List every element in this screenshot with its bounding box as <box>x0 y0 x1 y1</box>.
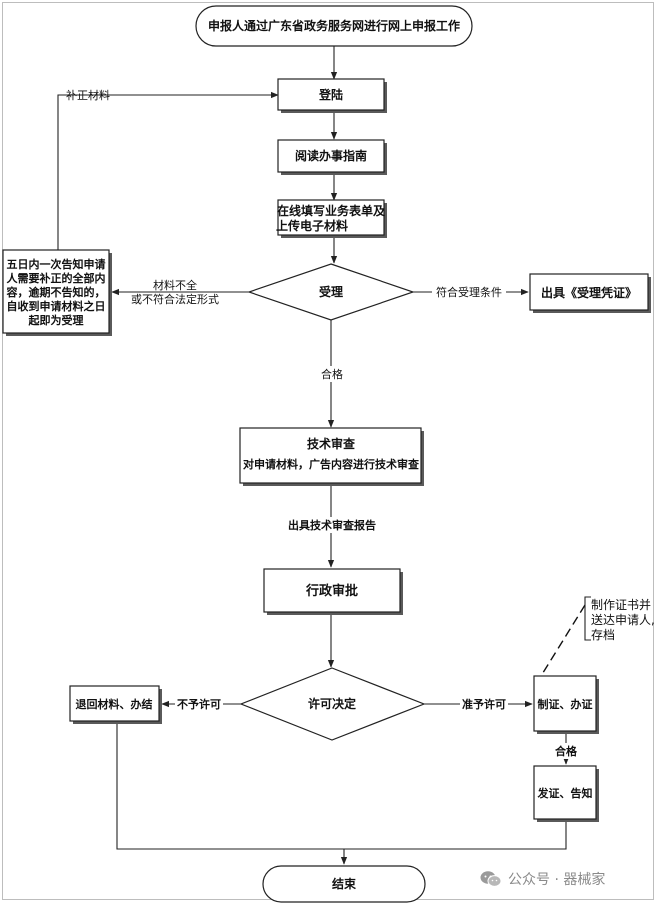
end-label: 结束 <box>332 876 357 891</box>
node-tech-review: 技术审查 对申请材料，广告内容进行技术审查 <box>239 427 424 486</box>
decision-label: 许可决定 <box>308 696 356 711</box>
edge-supplement-loop <box>57 91 279 250</box>
wechat-icon <box>480 871 502 887</box>
guide-label: 阅读办事指南 <box>295 148 367 163</box>
edge-return-merge <box>116 724 344 850</box>
fill-form-line-1: 在线填写业务表单及 <box>277 203 386 218</box>
supplement-label: 补正材料 <box>66 88 110 102</box>
node-fill-form: 在线填写业务表单及 上传电子材料 <box>276 199 387 238</box>
notify-line-1: 五日内一次告知申请 <box>7 257 106 271</box>
tech-review-title: 技术审查 <box>307 436 356 451</box>
node-accept: 受理 <box>247 263 415 321</box>
note-connector <box>540 604 586 677</box>
tech-review-body: 对申请材料，广告内容进行技术审查 <box>243 457 419 471</box>
node-guide: 阅读办事指南 <box>277 139 387 175</box>
node-end: 结束 <box>262 865 426 903</box>
meets-label-bg <box>432 284 506 300</box>
approved-label: 准予许可 <box>462 697 506 711</box>
incomplete-line-2: 或不符合法定形式 <box>131 292 219 306</box>
note-bracket <box>584 596 591 641</box>
notify-line-3: 容，逾期不告知的， <box>6 285 106 299</box>
qualified-2-label-bg <box>552 743 580 759</box>
qualified-label: 合格 <box>321 367 343 381</box>
watermark-text: 公众号 · 器械家 <box>508 872 606 888</box>
tech-report-label: 出具技术审查报告 <box>288 518 376 532</box>
node-issue-cert: 发证、告知 <box>533 765 599 822</box>
qualified-2-label: 合格 <box>555 744 578 758</box>
fill-form-line-2: 上传电子材料 <box>276 218 348 233</box>
notify-line-5: 起即为受理 <box>28 313 84 327</box>
note: 制作证书并 送达申请人, 存档 <box>591 598 655 642</box>
start-label: 申报人通过广东省政务服务网进行网上申报工作 <box>208 18 460 33</box>
not-approved-label-bg <box>175 696 223 712</box>
node-notify: 五日内一次告知申请 人需要补正的全部内 容，逾期不告知的， 自收到申请材料之日 … <box>2 249 112 336</box>
not-approved-label: 不予许可 <box>177 697 221 711</box>
approved-label-bg <box>460 696 508 712</box>
node-make-cert: 制证、办证 <box>533 675 599 734</box>
note-line-3: 存档 <box>591 628 615 642</box>
tech-report-label-bg <box>285 517 379 533</box>
qualified-label-bg <box>318 366 346 382</box>
edge-labels: 补正材料 材料不全 或不符合法定形式 符合受理条件 合格 出具技术审查报告 不予… <box>66 88 580 759</box>
node-admin-approval: 行政审批 <box>263 568 403 615</box>
return-materials-label: 退回材料、办结 <box>76 697 153 711</box>
incomplete-line-1: 材料不全 <box>153 278 197 292</box>
node-start: 申报人通过广东省政务服务网进行网上申报工作 <box>195 5 473 47</box>
admin-approval-label: 行政审批 <box>305 583 358 599</box>
notify-line-2: 人需要补正的全部内 <box>7 271 106 285</box>
receipt-label: 出具《受理凭证》 <box>541 285 637 300</box>
note-line-2: 送达申请人, <box>591 612 655 627</box>
node-decision: 许可决定 <box>239 667 426 741</box>
watermark: 公众号 · 器械家 <box>480 866 605 892</box>
meets-conditions-label: 符合受理条件 <box>436 285 502 299</box>
note-line-1: 制作证书并 <box>591 598 651 612</box>
node-receipt: 出具《受理凭证》 <box>529 273 651 313</box>
notify-line-4: 自收到申请材料之日 <box>7 299 106 313</box>
node-login: 登陆 <box>277 78 387 113</box>
accept-label: 受理 <box>319 284 343 299</box>
issue-cert-label: 发证、告知 <box>537 786 593 800</box>
edge-issue-merge <box>344 820 567 850</box>
node-return-materials: 退回材料、办结 <box>69 685 162 724</box>
login-label: 登陆 <box>318 87 343 102</box>
make-cert-label: 制证、办证 <box>538 697 593 711</box>
